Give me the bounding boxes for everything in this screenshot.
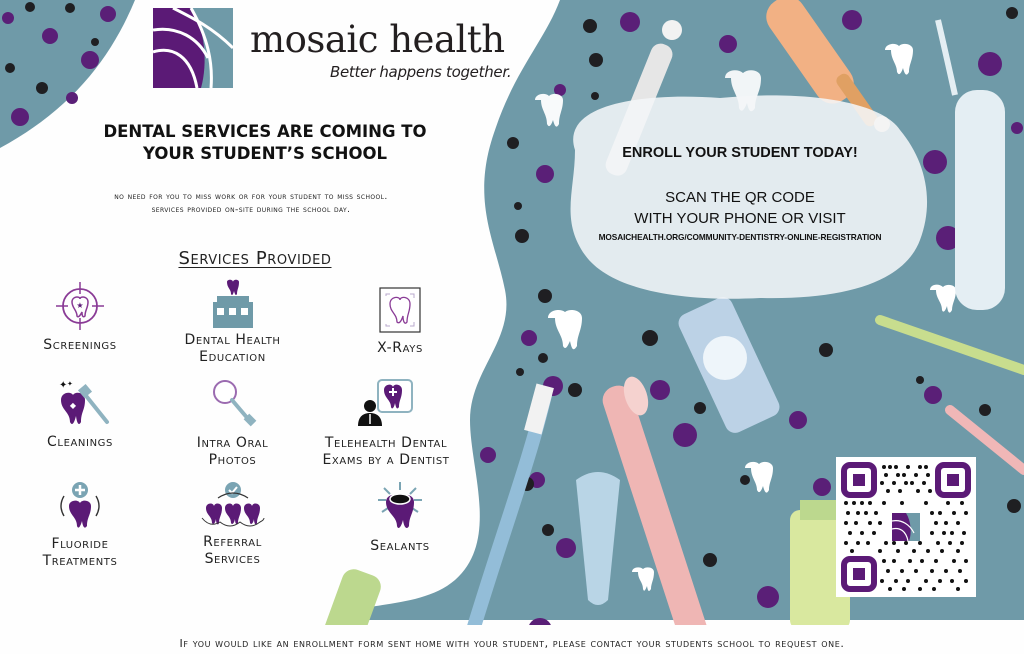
enroll-line-2: WITH YOUR PHONE OR VISIT [634, 210, 846, 227]
service-intra-oral-photos: Intra Oral Photos [170, 378, 295, 469]
service-label-line-2: Treatments [42, 553, 118, 569]
service-label-line-1: Intra Oral [196, 435, 269, 451]
services-title: Services Provided [178, 248, 332, 269]
service-label: Sealants [370, 538, 430, 554]
service-label: X-Rays [377, 340, 423, 356]
subline-line-2: Services provided on-site during the sch… [151, 204, 351, 215]
tooth-plus-icon [60, 482, 100, 528]
service-label-line-1: Dental Health [184, 332, 281, 348]
enroll-instructions: SCAN THE QR CODE WITH YOUR PHONE OR VISI… [560, 187, 920, 229]
tooth-crosshair-icon: ★ [56, 282, 104, 330]
headline: DENTAL SERVICES ARE COMING TO YOUR STUDE… [60, 121, 470, 165]
service-x-rays: X-Rays [340, 286, 460, 357]
service-label-line-1: Referral [203, 534, 262, 550]
service-label-line-2: Exams by a Dentist [322, 452, 450, 468]
footer-note: If you would like an enrollment form sen… [179, 637, 845, 650]
headline-line-1: DENTAL SERVICES ARE COMING TO [103, 122, 427, 141]
enroll-title: ENROLL YOUR STUDENT TODAY! [622, 145, 858, 161]
tooth-sealant-icon [378, 482, 422, 528]
enroll-line-1: SCAN THE QR CODE [665, 189, 815, 206]
service-label-line-2: Photos [208, 452, 257, 468]
service-screenings: ★ Screenings [20, 280, 140, 354]
tooth-xray-icon [379, 287, 421, 333]
svg-text:✦: ✦ [67, 380, 73, 388]
service-cleanings: ✦✦ ◆ Cleanings [20, 378, 140, 451]
service-label: Screenings [43, 337, 117, 353]
school-tooth-icon [212, 279, 253, 328]
service-label-line-2: Services [204, 551, 261, 567]
enroll-callout: ENROLL YOUR STUDENT TODAY! SCAN THE QR C… [560, 145, 920, 242]
service-sealants: Sealants [340, 480, 460, 555]
mosaic-health-logo [153, 8, 233, 88]
subline-line-1: No need for you to miss work or for your… [114, 191, 388, 202]
registration-qr-code[interactable] [836, 457, 976, 597]
brand-name: mosaic health [250, 18, 505, 61]
service-referral-services: Referral Services [170, 480, 295, 568]
headline-line-2: YOUR STUDENT’S SCHOOL [142, 144, 388, 163]
service-dental-health-education: Dental Health Education [160, 278, 305, 366]
svg-text:★: ★ [76, 301, 83, 310]
service-label: Cleanings [47, 434, 113, 450]
subline: No need for you to miss work or for your… [6, 190, 496, 216]
service-label-line-2: Education [199, 349, 266, 365]
dental-mirror-icon [212, 380, 256, 427]
telehealth-dentist-icon [358, 379, 413, 426]
svg-text:✦: ✦ [59, 380, 67, 391]
registration-url-link[interactable]: MOSAICHEALTH.ORG/COMMUNITY-DENTISTRY-ONL… [598, 232, 882, 242]
teeth-check-icon [201, 482, 264, 527]
service-fluoride-treatments: Fluoride Treatments [20, 480, 140, 570]
brand-tagline: Better happens together. [330, 63, 512, 81]
tooth-toothbrush-sparkle-icon: ✦✦ ◆ [59, 380, 109, 424]
service-telehealth-dental-exams: Telehealth Dental Exams by a Dentist [296, 378, 476, 469]
svg-text:◆: ◆ [70, 401, 77, 410]
service-label-line-1: Telehealth Dental [324, 435, 448, 451]
service-label-line-1: Fluoride [51, 536, 109, 552]
